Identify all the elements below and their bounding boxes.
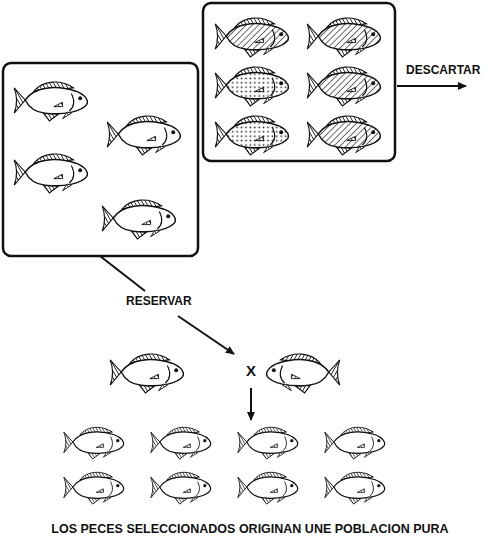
caption: LOS PECES SELECCIONADOS ORIGINAN UNE POB… <box>5 522 495 537</box>
cross-symbol: X <box>244 362 258 379</box>
action-label: DESCARTAR <box>404 64 482 78</box>
action-label: RESERVAR <box>124 295 194 309</box>
